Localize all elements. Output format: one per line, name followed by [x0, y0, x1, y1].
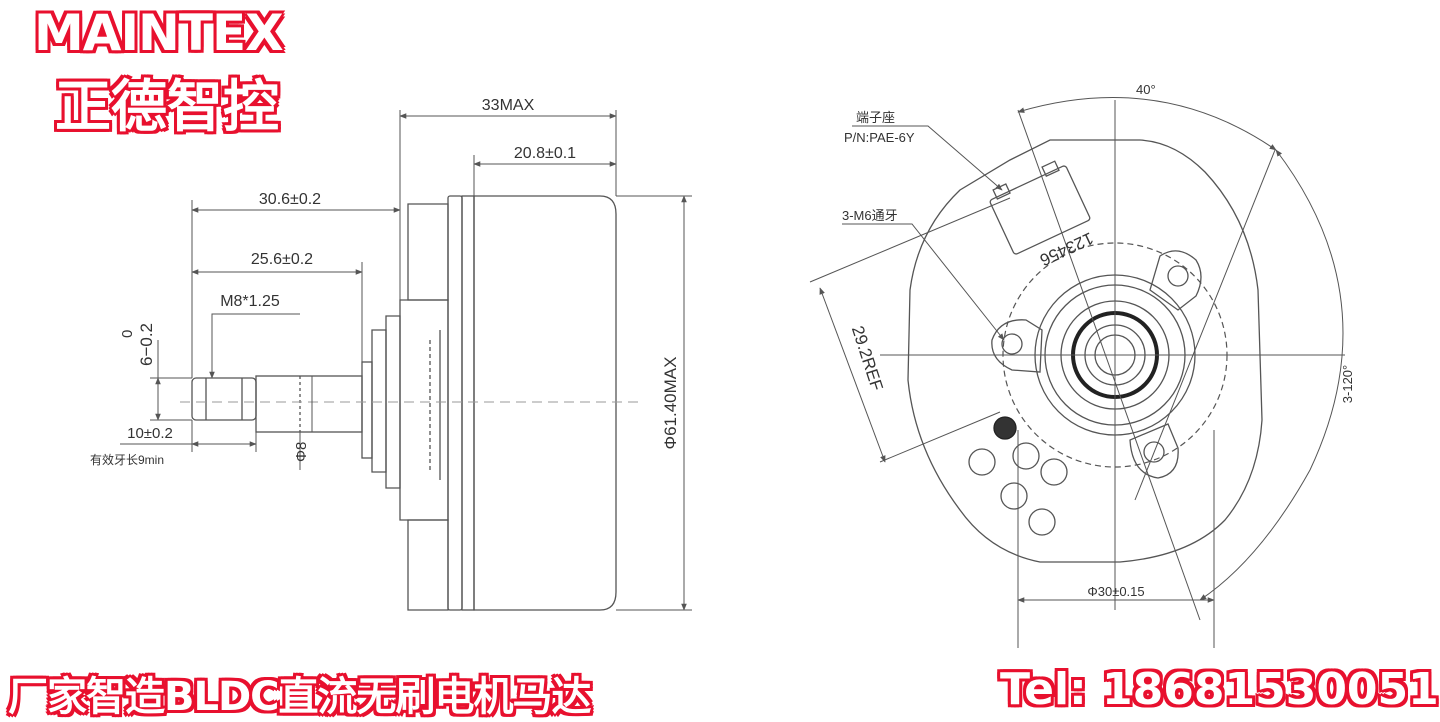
label-shaft-diameter: Φ8	[293, 442, 310, 462]
label-body-diameter: Φ61.40MAX	[661, 357, 680, 450]
marking-dot	[993, 416, 1017, 440]
ear-top-right	[1149, 250, 1202, 311]
label-shaft-flat: 6−0.2	[137, 323, 156, 366]
ear-bottom-right	[1129, 423, 1179, 479]
front-view	[809, 97, 1345, 648]
label-connector-pn: P/N:PAE-6Y	[844, 130, 915, 145]
angle-arc-right	[1199, 149, 1344, 601]
label-connector: 端子座	[856, 110, 895, 125]
label-thread-note: 有效牙长9min	[90, 452, 164, 467]
brand-logo-en: MAINTEX	[34, 4, 284, 62]
label-overall-length: 33MAX	[482, 97, 535, 114]
leader-connector	[852, 125, 1003, 191]
flange-plate	[447, 195, 463, 611]
dim-line-29-2	[819, 287, 886, 463]
label-angle-top: 40°	[1136, 82, 1156, 97]
label-bore-diameter: Φ30±0.15	[1087, 584, 1144, 599]
footer-phone: Tel: 18681530051	[1000, 664, 1439, 715]
brand-logo-cn: 正德智控	[55, 75, 279, 140]
screw-hole-3	[1143, 441, 1165, 463]
screw-hole-1	[1167, 265, 1189, 287]
vent-hole-3	[1040, 458, 1068, 486]
side-view-labels: 33MAX 20.8±0.1 30.6±0.2 25.6±0.2 M8*1.25…	[90, 97, 680, 467]
label-thread-length: 10±0.2	[127, 425, 173, 442]
vent-hole-2	[1012, 442, 1040, 470]
vent-hole-5	[1028, 508, 1056, 536]
vent-hole-4	[1000, 482, 1028, 510]
angle-arc-top	[1017, 97, 1277, 151]
label-ref-dim: 29.2REF	[848, 323, 887, 393]
label-pin-numbers: 123456	[1037, 228, 1096, 269]
screw-hole-2	[1001, 333, 1023, 355]
leader-m8	[209, 313, 300, 379]
motor-body-outline	[473, 195, 617, 611]
label-shaft-flat-top: 0	[119, 330, 136, 338]
label-shaft-length-1: 30.6±0.2	[259, 191, 321, 208]
label-screw: 3-M6通牙	[842, 208, 898, 223]
shaft-outline	[255, 375, 363, 433]
footer-slogan: 厂家智造BLDC直流无刷电机马达	[8, 674, 592, 720]
leader-screw	[842, 223, 1005, 341]
label-angle-spacing: 3-120°	[1340, 365, 1355, 403]
label-thread-spec: M8*1.25	[220, 293, 280, 310]
boss-outline	[407, 203, 449, 301]
label-shaft-length-2: 25.6±0.2	[251, 251, 313, 268]
side-view	[120, 110, 692, 611]
ear-left	[991, 319, 1043, 373]
label-body-length: 20.8±0.1	[514, 145, 576, 162]
vent-hole-1	[968, 448, 996, 476]
thread-outline	[191, 377, 257, 421]
